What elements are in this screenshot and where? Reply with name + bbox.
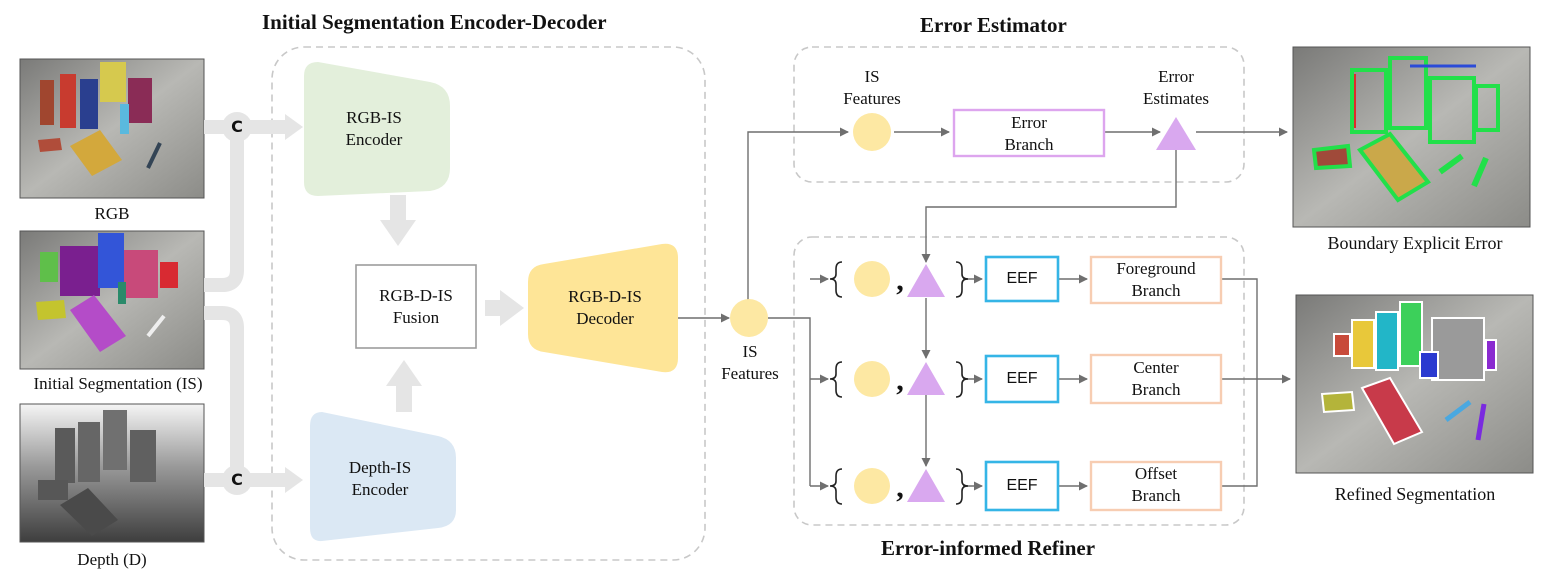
error-triangle-center: [907, 362, 945, 395]
eef-label-center: EEF: [1006, 370, 1038, 387]
error-branch-label: Error Branch: [1004, 113, 1054, 154]
decoder-label: RGB-D-IS Decoder: [568, 287, 642, 328]
boundary-error-image: [1292, 46, 1531, 228]
fusion-label: RGB-D-IS Fusion: [379, 286, 453, 327]
depth-is-encoder-shape: [310, 412, 456, 542]
error-triangle-foreground: [907, 264, 945, 297]
center-branch-box: [1089, 353, 1223, 405]
is-features-circle-estimator: [853, 113, 891, 151]
error-refiner-box: [793, 236, 1245, 526]
eef-box-foreground: [984, 255, 1060, 303]
error-refiner-title: Error-informed Refiner: [881, 536, 1096, 560]
initial-segmentation-label: Initial Segmentation (IS): [33, 374, 203, 393]
depth-image: [19, 403, 205, 543]
concat-nodes: [222, 112, 252, 495]
initial-segmentation-image: [19, 230, 205, 370]
error-estimates-label: Error Estimates: [1142, 67, 1210, 108]
is-features-circle-main: [730, 299, 768, 337]
is-features-label-main: IS Features: [721, 342, 779, 383]
error-branch-box: [952, 108, 1106, 158]
concat-symbol-top: C: [231, 117, 243, 136]
is-encoder-decoder-box: [271, 46, 706, 561]
refined-segmentation-label: Refined Segmentation: [1334, 484, 1496, 504]
rgb-image: [19, 58, 205, 199]
concat-symbol-bottom: C: [231, 470, 243, 489]
flow-arrows: [678, 127, 1291, 491]
comma-foreground: ,: [896, 264, 904, 297]
eef-box-center: [984, 354, 1060, 404]
refined-segmentation-image: [1295, 294, 1534, 474]
eef-label-foreground: EEF: [1006, 270, 1038, 287]
rgb-is-encoder-shape: [304, 62, 450, 196]
offset-branch-box: [1089, 460, 1223, 512]
error-estimator-box: [793, 46, 1245, 183]
depth-is-encoder-label: Depth-IS Encoder: [348, 458, 412, 499]
feature-circle-offset: [854, 468, 890, 504]
depth-label: Depth (D): [77, 550, 147, 569]
rgb-label: RGB: [94, 204, 130, 223]
boundary-error-label: Boundary Explicit Error: [1327, 233, 1503, 253]
input-braces: [829, 261, 969, 505]
offset-branch-label: Offset Branch: [1131, 464, 1181, 505]
comma-offset: ,: [896, 471, 904, 504]
fusion-box: [355, 264, 477, 349]
feature-circle-foreground: [854, 261, 890, 297]
foreground-branch-label: Foreground Branch: [1116, 259, 1196, 300]
comma-center: ,: [896, 364, 904, 397]
is-features-label-estimator: IS Features: [843, 67, 901, 108]
eef-box-offset: [984, 460, 1060, 512]
error-estimator-title: Error Estimator: [920, 13, 1067, 37]
rgb-is-encoder-label: RGB-IS Encoder: [345, 108, 403, 149]
feature-circle-center: [854, 361, 890, 397]
thick-connectors: [204, 114, 524, 493]
decoder-shape: [528, 243, 678, 373]
foreground-branch-box: [1089, 255, 1223, 305]
error-triangle-offset: [907, 469, 945, 502]
is-encoder-decoder-title: Initial Segmentation Encoder-Decoder: [262, 10, 607, 34]
center-branch-label: Center Branch: [1131, 358, 1181, 399]
eef-label-offset: EEF: [1006, 477, 1038, 494]
error-estimates-triangle: [1156, 117, 1196, 150]
